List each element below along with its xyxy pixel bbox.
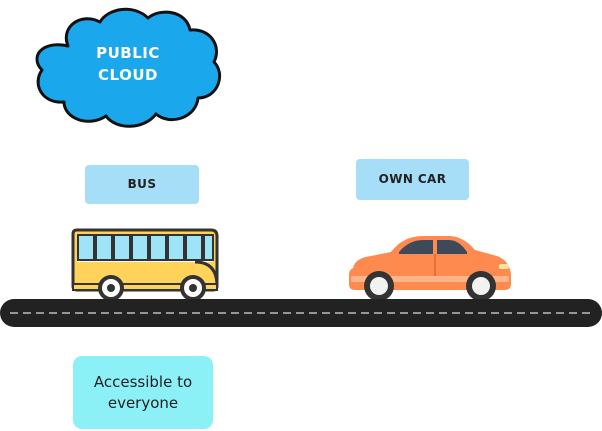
cloud-title-line-1: PUBLIC xyxy=(96,44,160,62)
own-car-label: OWN CAR xyxy=(356,159,469,200)
bus-label: BUS xyxy=(85,165,199,204)
cloud-title: PUBLIC CLOUD xyxy=(68,42,188,86)
cloud-shape-icon xyxy=(35,7,221,128)
bus-description: Accessible to everyone xyxy=(73,356,213,429)
road xyxy=(0,299,602,327)
bus-icon xyxy=(71,228,219,301)
public-cloud: PUBLIC CLOUD xyxy=(30,6,226,132)
cloud-title-line-2: CLOUD xyxy=(98,66,158,84)
car-wheels xyxy=(364,271,496,301)
car-icon xyxy=(349,236,511,301)
